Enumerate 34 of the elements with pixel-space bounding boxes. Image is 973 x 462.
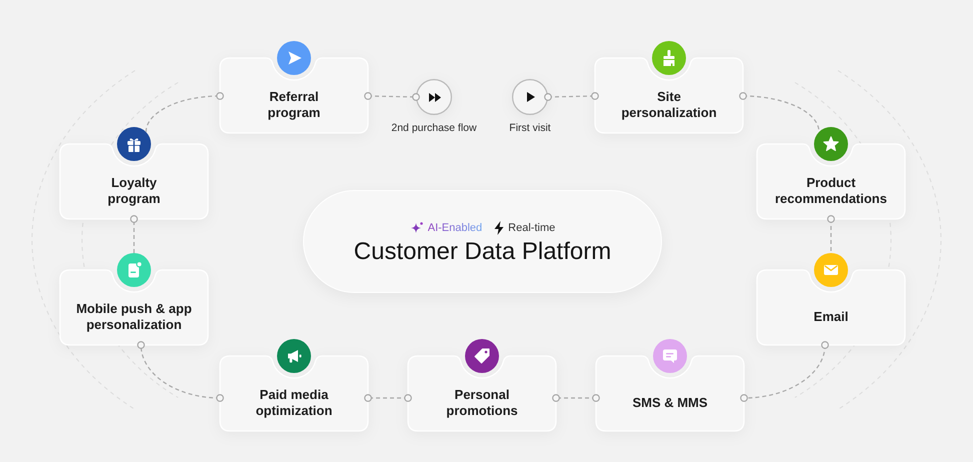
flow-step-circle <box>416 79 452 115</box>
dashed-connector <box>739 92 820 132</box>
channel-card <box>220 339 368 431</box>
card-label: Site personalization <box>620 89 718 121</box>
channel-card <box>60 253 208 345</box>
feature-label: Real-time <box>508 221 556 235</box>
card-label: Mobile push & app personalization <box>75 301 193 333</box>
dashed-connector <box>827 215 835 253</box>
dashed-connector <box>740 341 829 402</box>
card-label: Loyalty program <box>106 175 162 207</box>
channel-card <box>60 127 208 219</box>
channel-card <box>757 253 905 345</box>
step-caption: First visit <box>509 122 551 135</box>
channel-card <box>408 339 556 431</box>
dashed-connector <box>145 92 224 132</box>
channel-card <box>595 41 743 133</box>
card-label: Email <box>814 309 848 325</box>
dashed-connector <box>364 394 412 402</box>
dashed-connector <box>544 92 599 101</box>
card-label: Referral program <box>266 89 322 121</box>
channel-card <box>596 339 744 431</box>
card-label: Personal promotions <box>445 387 519 419</box>
dashed-connector <box>130 215 138 253</box>
dashed-connector <box>364 92 420 101</box>
flow-step-circle <box>512 79 548 115</box>
card-label: Paid media optimization <box>254 387 334 419</box>
platform-title: Customer Data Platform <box>354 238 612 266</box>
card-label: SMS & MMS <box>632 395 708 411</box>
card-label: Product recommendations <box>774 175 888 207</box>
channel-card <box>757 127 905 219</box>
dashed-connector <box>552 394 600 402</box>
step-caption: 2nd purchase flow <box>391 122 477 135</box>
dashed-connector <box>137 341 224 402</box>
channel-card <box>220 41 368 133</box>
